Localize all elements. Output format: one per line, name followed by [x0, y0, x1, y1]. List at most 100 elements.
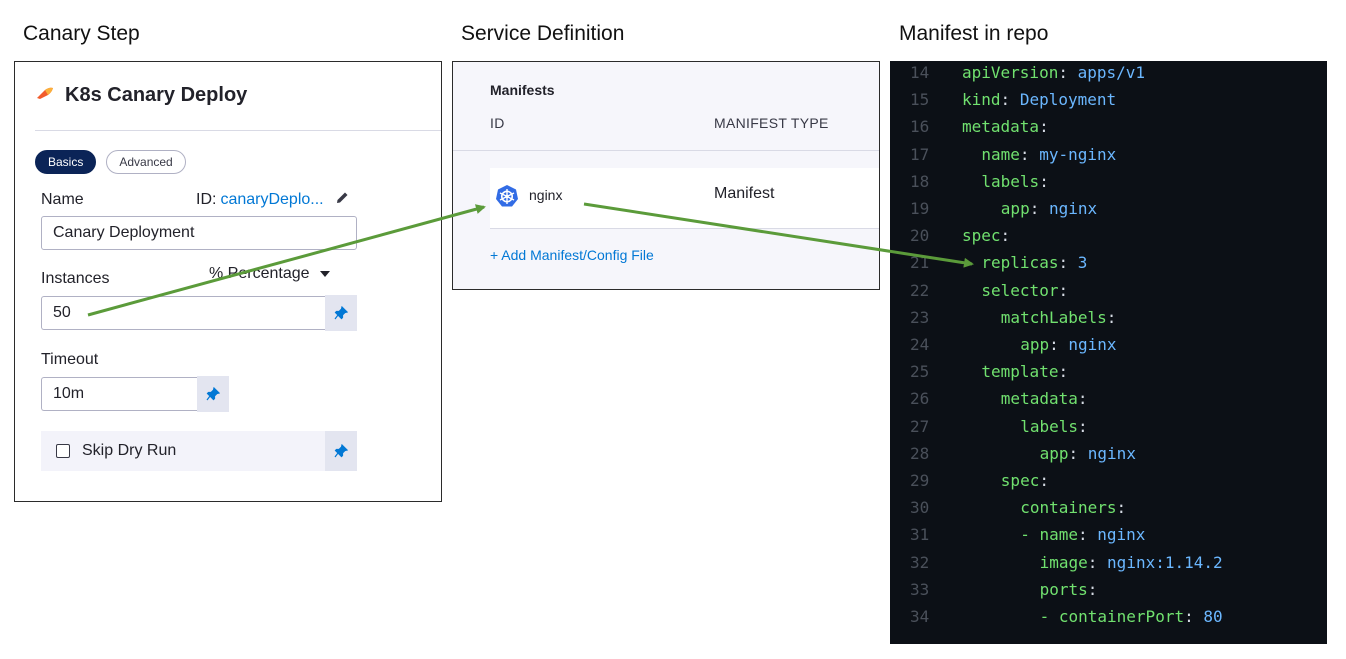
add-manifest-link[interactable]: + Add Manifest/Config File	[490, 247, 654, 263]
instances-label: Instances	[41, 270, 110, 287]
code-line: 18 labels:	[890, 172, 1327, 199]
skip-dry-run-label: Skip Dry Run	[82, 442, 177, 459]
header-divider	[35, 130, 441, 131]
timeout-label: Timeout	[41, 351, 99, 368]
canary-step-caption: Canary Step	[23, 22, 140, 45]
yaml-key: name	[981, 144, 1020, 164]
tab-advanced[interactable]: Advanced	[106, 150, 186, 174]
caret-down-icon	[319, 271, 330, 277]
canary-step-panel: K8s Canary Deploy Basics Advanced Name I…	[14, 61, 442, 502]
code-text: replicas: 3	[981, 253, 1088, 273]
skip-dry-run-row: Skip Dry Run	[41, 431, 357, 471]
row-divider	[490, 228, 879, 229]
line-number: 15	[910, 90, 930, 110]
manifest-caption: Manifest in repo	[899, 22, 1049, 45]
yaml-value: nginx	[1087, 443, 1136, 463]
line-number: 20	[910, 226, 930, 246]
id-value: canaryDeplo...	[220, 191, 324, 208]
line-number: 25	[910, 362, 930, 382]
column-header-manifest-type: MANIFEST TYPE	[714, 115, 829, 131]
name-input[interactable]: Canary Deployment	[41, 216, 357, 250]
skip-dry-run-checkbox[interactable]	[56, 444, 70, 458]
code-text: - name: nginx	[1020, 525, 1146, 545]
code-text: spec:	[1000, 471, 1049, 490]
instances-input[interactable]: 50	[41, 296, 326, 330]
skip-dry-run-pin-button[interactable]	[325, 431, 357, 471]
yaml-value: nginx	[1048, 199, 1098, 218]
pencil-icon[interactable]	[336, 191, 349, 209]
line-number: 16	[910, 117, 930, 137]
code-line: 21 replicas: 3	[890, 253, 1327, 280]
canary-deploy-icon	[35, 86, 55, 105]
service-definition-panel: Manifests ID MANIFEST TYPE nginx Manifes…	[452, 61, 880, 290]
service-definition-caption: Service Definition	[461, 22, 625, 45]
yaml-key: spec	[1000, 471, 1040, 490]
line-number: 23	[910, 307, 930, 327]
code-text: name: my-nginx	[981, 144, 1117, 164]
header-divider	[453, 150, 879, 151]
yaml-value: 3	[1077, 253, 1088, 273]
line-number: 18	[910, 171, 930, 191]
yaml-value: my-nginx	[1039, 144, 1117, 164]
timeout-input[interactable]: 10m	[41, 377, 198, 411]
line-number: 19	[910, 199, 930, 218]
pin-icon	[206, 387, 220, 401]
canary-step-title: K8s Canary Deploy	[65, 84, 248, 106]
yaml-key: app	[1039, 443, 1069, 463]
line-number: 30	[910, 498, 930, 518]
code-line: 31 - name: nginx	[890, 525, 1327, 552]
yaml-key: kind	[962, 90, 1001, 110]
code-text: labels:	[1020, 416, 1088, 436]
code-line: 16 metadata:	[890, 117, 1327, 144]
code-line: 33 ports:	[890, 580, 1327, 607]
code-text: ports:	[1039, 579, 1098, 599]
yaml-key: metadata	[962, 117, 1040, 137]
code-text: selector:	[981, 280, 1069, 300]
code-text: spec:	[962, 226, 1011, 246]
code-line: 26 metadata:	[890, 389, 1327, 416]
line-number: 31	[910, 525, 930, 545]
code-text: app: nginx	[1039, 443, 1136, 463]
code-text: metadata:	[1000, 389, 1088, 409]
yaml-key: matchLabels	[1000, 307, 1107, 327]
code-text: app: nginx	[1020, 335, 1117, 354]
yaml-value: nginx	[1068, 335, 1117, 354]
instances-pin-button[interactable]	[325, 295, 357, 331]
step-id: ID: canaryDeplo...	[196, 191, 349, 209]
code-text: apiVersion: apps/v1	[962, 63, 1146, 82]
yaml-key: replicas	[981, 253, 1059, 273]
tab-basics[interactable]: Basics	[35, 150, 97, 174]
line-number: 29	[910, 471, 930, 490]
kubernetes-icon	[495, 184, 519, 213]
code-text: kind: Deployment	[962, 90, 1117, 110]
code-text: template:	[981, 362, 1069, 382]
timeout-pin-button[interactable]	[197, 376, 229, 412]
line-number: 33	[910, 579, 930, 599]
pin-icon	[334, 444, 348, 458]
code-text: containers:	[1020, 498, 1127, 518]
line-number: 26	[910, 389, 930, 409]
code-line: 34- containerPort: 80	[890, 607, 1327, 634]
manifests-heading: Manifests	[490, 82, 555, 98]
code-text: labels:	[981, 171, 1049, 191]
manifest-id-nginx[interactable]: nginx	[529, 187, 563, 203]
yaml-key: spec	[962, 226, 1001, 246]
yaml-key: containers	[1020, 498, 1117, 518]
yaml-key: metadata	[1000, 389, 1078, 409]
code-line: 15 kind: Deployment	[890, 90, 1327, 117]
yaml-key: labels	[1020, 416, 1078, 436]
code-line: 25 template:	[890, 362, 1327, 389]
yaml-value: apps/v1	[1077, 63, 1146, 82]
code-text: image: nginx:1.14.2	[1039, 552, 1223, 572]
line-number: 21	[910, 253, 930, 273]
instances-unit-select[interactable]: % Percentage	[209, 265, 330, 283]
yaml-key: template	[981, 362, 1059, 382]
code-text: metadata:	[962, 117, 1049, 137]
